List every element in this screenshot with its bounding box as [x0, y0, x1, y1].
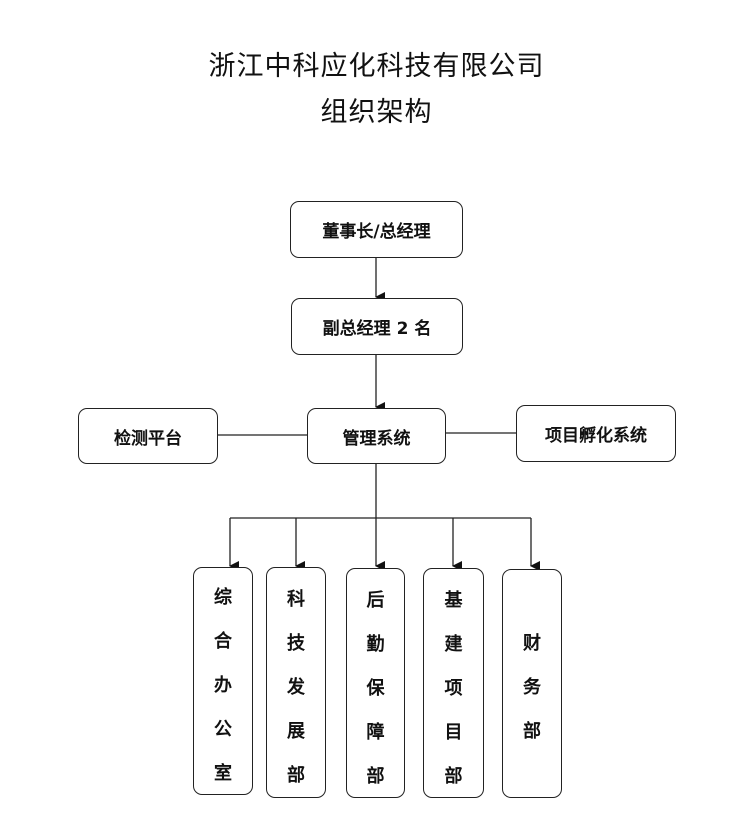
node-management: 管理系统	[307, 408, 446, 464]
node-vice-gm-label: 副总经理 2 名	[322, 319, 432, 339]
node-incubation: 项目孵化系统	[516, 405, 676, 462]
node-chairman-label: 董事长/总经理	[322, 222, 431, 242]
node-management-label: 管理系统	[342, 428, 411, 449]
dept-label: 后勤保障部	[366, 590, 385, 787]
dept-general-office: 综合办公室	[193, 567, 253, 795]
chart-subtitle: 组织架构	[320, 97, 433, 128]
dept-logistics: 后勤保障部	[346, 568, 405, 798]
dept-label: 基建项目部	[444, 590, 463, 787]
node-chairman: 董事长/总经理	[290, 201, 463, 258]
dept-label: 科技发展部	[287, 589, 305, 786]
dept-tech-development: 科技发展部	[266, 567, 326, 798]
dept-infrastructure: 基建项目部	[423, 568, 484, 798]
node-testing-label: 检测平台	[114, 428, 182, 449]
company-title: 浙江中科应化科技有限公司	[208, 51, 545, 82]
node-incubation-label: 项目孵化系统	[545, 426, 647, 446]
dept-finance: 财务部	[502, 569, 562, 798]
node-vice-gm: 副总经理 2 名	[291, 298, 463, 355]
dept-label: 财务部	[523, 633, 541, 742]
dept-label: 综合办公室	[214, 587, 232, 784]
node-testing: 检测平台	[78, 408, 218, 464]
